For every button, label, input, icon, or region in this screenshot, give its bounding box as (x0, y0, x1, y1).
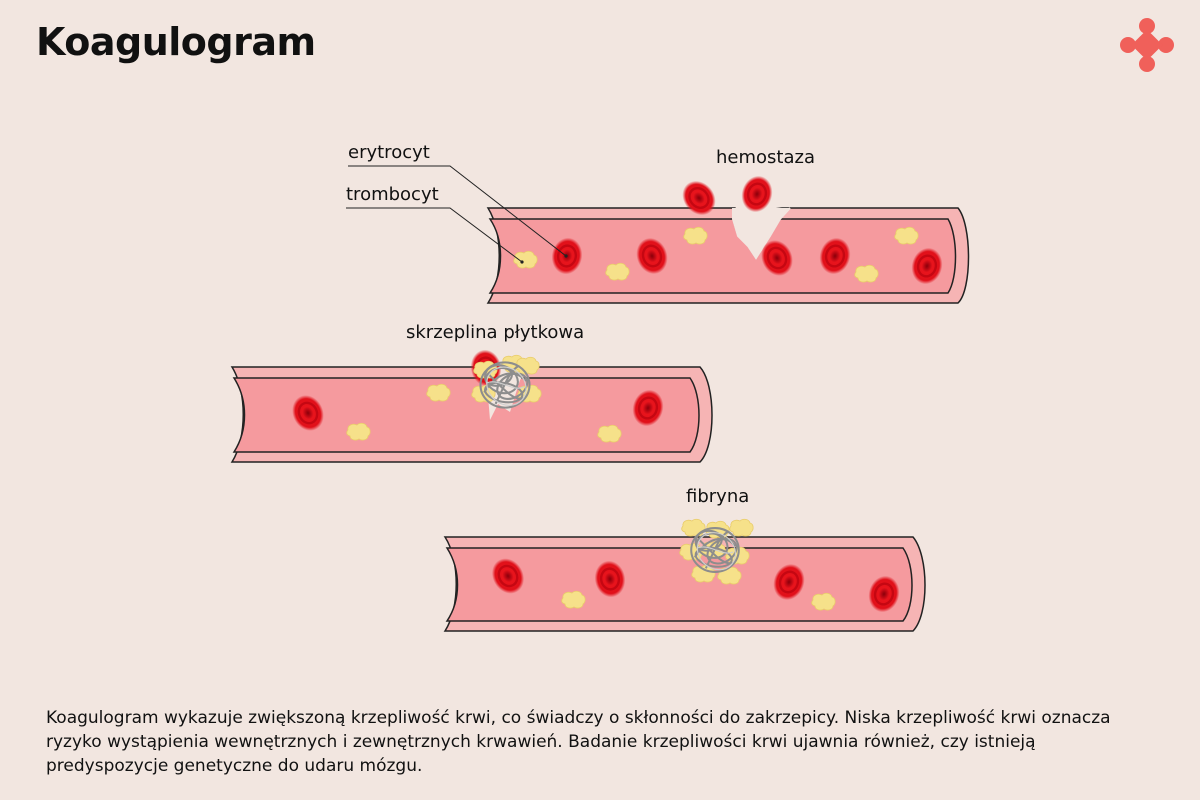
thrombocyte-cell (561, 590, 586, 609)
thrombocyte-cell (894, 226, 919, 245)
label-hemostasis: hemostaza (716, 147, 815, 168)
label-thrombocyte: trombocyt (346, 184, 524, 264)
vessel-fibrin (443, 518, 926, 632)
thrombocyte-cell (426, 383, 451, 402)
label-erythrocyte: erytrocyt (348, 142, 568, 258)
thrombocyte-cell (605, 262, 630, 281)
vessel-platelet-clot (230, 345, 713, 463)
svg-text:erytrocyt: erytrocyt (348, 142, 430, 163)
coagulation-diagram: erytrocyt trombocyt hemostaza skrzeplina… (230, 142, 970, 632)
thrombocyte-cell (513, 250, 538, 269)
thrombocyte-cell (346, 422, 371, 441)
svg-text:trombocyt: trombocyt (346, 184, 439, 205)
thrombocyte-cell (811, 592, 836, 611)
thrombocyte-cell (597, 424, 622, 443)
vessel-hemostasis (486, 170, 970, 304)
thrombocyte-cell (683, 226, 708, 245)
label-platelet-clot: skrzeplina płytkowa (406, 322, 584, 343)
label-fibrin: fibryna (686, 486, 749, 507)
description-text: Koagulogram wykazuje zwiększoną krzepliw… (46, 708, 1111, 776)
page-title: Koagulogram (36, 20, 316, 64)
platelet-clot (466, 345, 542, 420)
medical-plus-logo (1120, 18, 1174, 72)
thrombocyte-cell (854, 264, 879, 283)
